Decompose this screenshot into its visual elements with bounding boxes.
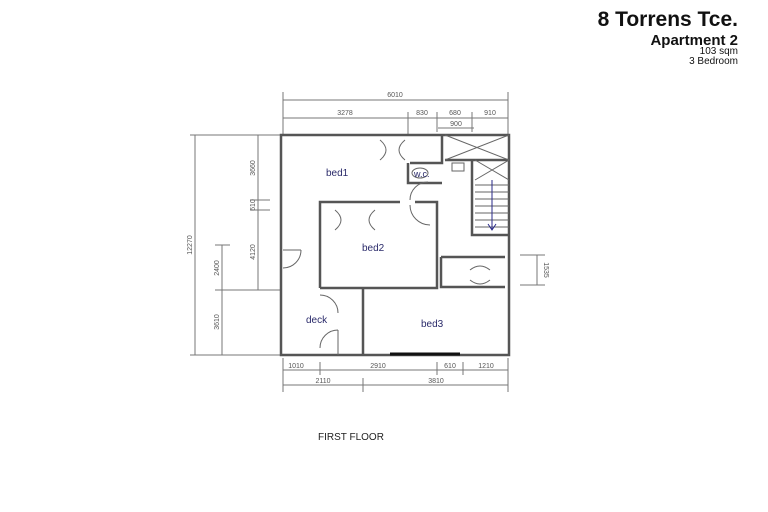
bedrooms-label: 3 Bedroom <box>689 56 738 67</box>
floor-label: FIRST FLOOR <box>318 432 384 443</box>
address-title: 8 Torrens Tce. <box>597 8 738 31</box>
dim-left-c: 4120 <box>250 244 257 260</box>
room-bed1: bed1 <box>326 168 349 179</box>
dim-top-b: 830 <box>416 110 428 117</box>
dim-top-d: 910 <box>484 110 496 117</box>
dim-top-overall: 6010 <box>387 92 403 99</box>
dim-left-b: 610 <box>250 199 257 211</box>
dim-top-e: 900 <box>450 121 462 128</box>
room-bed3: bed3 <box>421 319 444 330</box>
dim-right-a: 1535 <box>542 262 549 278</box>
doors-fixtures <box>282 134 510 356</box>
dim-bottom-c: 610 <box>444 363 456 370</box>
dim-left-e: 3610 <box>214 314 221 330</box>
dim-top-c: 680 <box>449 110 461 117</box>
dim-bottom-e: 2110 <box>315 378 330 385</box>
dimension-lines <box>190 92 545 392</box>
unit-title: Apartment 2 <box>650 32 738 49</box>
room-wc: w.c. <box>413 169 430 179</box>
room-deck: deck <box>306 315 328 326</box>
dim-left-a: 3660 <box>250 160 257 176</box>
dim-top-a: 3278 <box>337 110 353 117</box>
dim-left-d: 2400 <box>214 260 221 276</box>
dim-bottom-a: 1010 <box>288 363 304 370</box>
dim-bottom-b: 2910 <box>370 363 386 370</box>
dim-left-overall: 12270 <box>187 235 194 255</box>
room-bed2: bed2 <box>362 243 385 254</box>
area-label: 103 sqm <box>699 46 738 57</box>
dim-bottom-d: 1210 <box>478 363 494 370</box>
dim-bottom-f: 3810 <box>428 378 444 385</box>
